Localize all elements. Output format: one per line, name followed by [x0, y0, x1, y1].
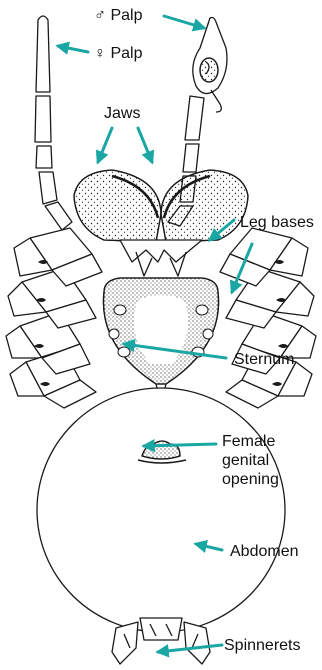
spinnerets-label: Spinnerets: [224, 636, 301, 655]
genital-opening-arrow: [144, 444, 216, 446]
male-palp-arrow: [164, 16, 204, 28]
spinnerets-drawing: [112, 618, 210, 664]
female-palp-arrow: [58, 46, 88, 52]
abdomen-label: Abdomen: [230, 542, 299, 561]
abdomen-drawing: [37, 388, 285, 632]
sternum-drawing: [103, 278, 218, 404]
female-genital-opening-line-3: opening: [222, 470, 318, 489]
spider-drawing: [6, 16, 316, 664]
female-genital-opening-line-2: genital: [222, 451, 318, 470]
male-palp-label: ♂ Palp: [94, 6, 142, 25]
leg-bases-label: Leg bases: [240, 213, 314, 232]
left-legs-drawing: [6, 228, 102, 408]
female-palp-label: ♀ Palp: [94, 44, 142, 63]
jaws-label: Jaws: [104, 104, 140, 123]
right-legs-drawing: [220, 228, 316, 408]
female-genital-opening-line-1: Female: [222, 432, 318, 451]
sternum-label: Sternum: [234, 350, 294, 369]
female-genital-opening-label: Female genital opening: [222, 432, 318, 489]
jaws-drawing: [74, 170, 248, 276]
jaws-arrow-left: [98, 128, 112, 162]
jaws-arrow-right: [138, 128, 152, 162]
